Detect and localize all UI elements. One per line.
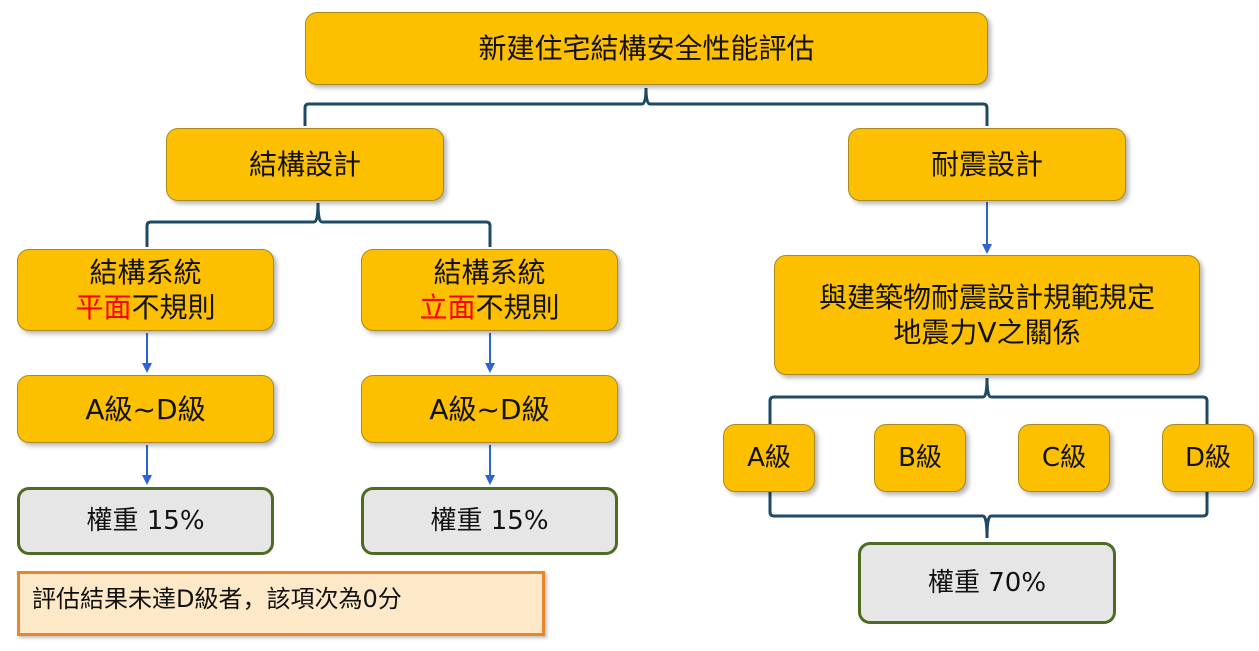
evaluation-note: 評估結果未達D級者，該項次為0分 xyxy=(17,571,545,636)
seismic-grade-c-label: C級 xyxy=(1041,442,1087,473)
plan-weight-node: 權重 15% xyxy=(17,487,274,555)
seismic-grade-b-label: B級 xyxy=(898,442,942,473)
plan-grade-label: A級~D級 xyxy=(85,392,206,426)
seismic-grade-d: D級 xyxy=(1162,424,1254,492)
seismic-grade-c: C級 xyxy=(1018,424,1110,492)
elevation-highlight: 立面 xyxy=(419,291,476,324)
elevation-irregularity-node: 結構系統 立面不規則 xyxy=(361,249,618,331)
plan-irregularity-line1: 結構系統 xyxy=(89,256,202,289)
seismic-relation-line1: 與建築物耐震設計規範規定 xyxy=(818,281,1155,314)
seismic-design-node: 耐震設計 xyxy=(848,128,1126,201)
seismic-weight-label: 權重 70% xyxy=(927,567,1047,598)
plan-rest: 不規則 xyxy=(131,291,216,324)
seismic-weight-node: 權重 70% xyxy=(858,542,1116,624)
seismic-relation-node: 與建築物耐震設計規範規定 地震力V之關係 xyxy=(774,255,1200,375)
structural-design-node: 結構設計 xyxy=(166,128,444,201)
seismic-grade-d-label: D級 xyxy=(1184,442,1232,473)
plan-irregularity-node: 結構系統 平面不規則 xyxy=(17,249,274,331)
plan-highlight: 平面 xyxy=(75,291,132,324)
seismic-grade-a: A級 xyxy=(723,424,815,492)
plan-weight-label: 權重 15% xyxy=(86,505,205,536)
elevation-rest: 不規則 xyxy=(475,291,560,324)
elevation-grade-node: A級~D級 xyxy=(361,375,618,443)
elevation-grade-label: A級~D級 xyxy=(429,392,550,426)
grades-top-bracket xyxy=(768,377,1209,426)
seismic-grade-a-label: A級 xyxy=(747,442,791,473)
structural-design-label: 結構設計 xyxy=(248,148,361,181)
grades-bottom-bracket xyxy=(768,492,1209,539)
structural-bracket xyxy=(145,202,492,247)
root-bracket xyxy=(303,87,989,126)
seismic-grade-b: B級 xyxy=(874,424,966,492)
root-node: 新建住宅結構安全性能評估 xyxy=(305,12,988,85)
elevation-irregularity-line2: 立面不規則 xyxy=(419,290,559,325)
plan-irregularity-line2: 平面不規則 xyxy=(75,290,215,325)
plan-grade-node: A級~D級 xyxy=(17,375,274,443)
seismic-design-label: 耐震設計 xyxy=(930,148,1043,181)
root-label: 新建住宅結構安全性能評估 xyxy=(478,32,815,65)
evaluation-note-text: 評估結果未達D級者，該項次為0分 xyxy=(32,585,402,613)
elevation-weight-node: 權重 15% xyxy=(361,487,618,555)
elevation-weight-label: 權重 15% xyxy=(430,505,549,536)
seismic-relation-line2: 地震力V之關係 xyxy=(893,316,1081,349)
elevation-irregularity-line1: 結構系統 xyxy=(433,256,546,289)
